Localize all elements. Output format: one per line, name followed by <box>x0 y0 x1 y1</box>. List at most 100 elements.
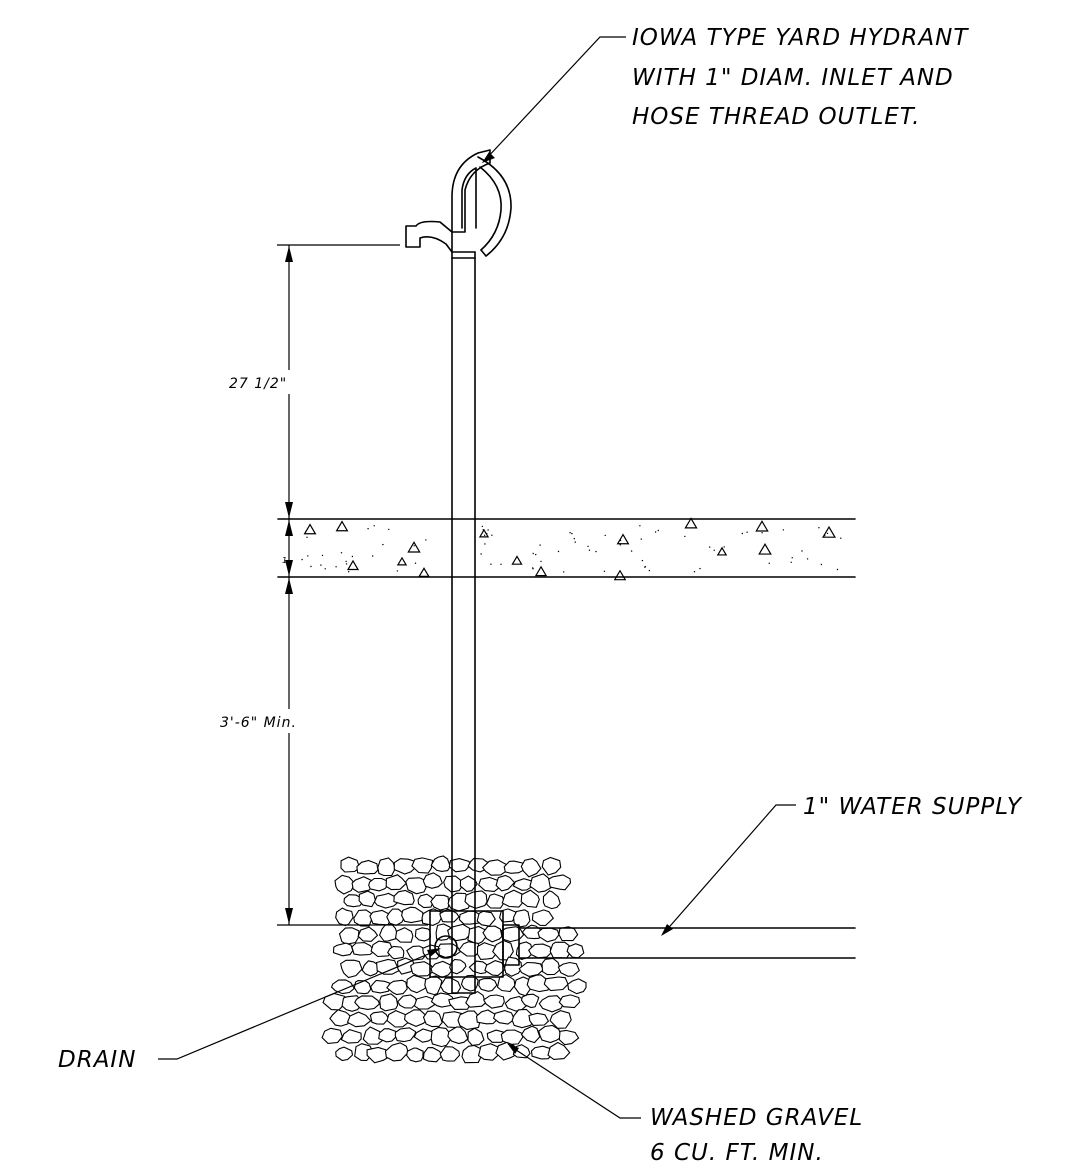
gravel-label: WASHED GRAVEL 6 CU. FT. MIN. <box>650 1105 872 1166</box>
aggregate-dot <box>487 529 489 531</box>
aggregate-dot <box>826 532 829 535</box>
aggregate-dot <box>604 534 606 537</box>
aggregate-dot <box>483 534 486 536</box>
gravel-stone <box>511 1008 533 1029</box>
gravel-stone <box>369 1011 390 1025</box>
gravel-stone <box>406 1047 424 1063</box>
gravel-stone <box>414 927 432 942</box>
aggregate-dot <box>684 535 686 538</box>
gravel-stone <box>393 889 415 906</box>
aggregate-dot <box>310 565 312 568</box>
aggregate-dot <box>768 562 770 564</box>
gravel-stone <box>520 858 542 878</box>
gravel-stone <box>458 941 481 957</box>
aggregate-stone <box>616 533 630 545</box>
dimension-bury-depth: 3'-6" Min. <box>220 715 297 731</box>
gravel-stone <box>406 974 429 994</box>
aggregate-dot <box>806 558 809 560</box>
aggregate-dot <box>801 550 803 552</box>
aggregate-dot <box>574 541 576 543</box>
aggregate-dot <box>484 543 486 545</box>
gravel-stone <box>485 893 506 909</box>
gravel-stone <box>518 961 544 977</box>
gravel-stone <box>492 1010 515 1025</box>
gravel-stone <box>548 874 572 891</box>
aggregate-dot <box>761 532 763 534</box>
gravel-stone <box>542 890 561 910</box>
aggregate-stone <box>716 546 728 556</box>
aggregate-dot <box>539 544 541 546</box>
aggregate-dot <box>335 566 337 568</box>
aggregate-dot <box>348 571 350 573</box>
gravel-stone <box>404 1009 428 1027</box>
concrete-slab <box>277 517 856 581</box>
aggregate-dot <box>641 559 644 562</box>
gravel-stone <box>386 979 408 996</box>
gravel-stone <box>393 858 418 875</box>
gravel-stone <box>459 875 478 892</box>
aggregate-dot <box>630 550 633 552</box>
aggregate-dot <box>603 570 606 572</box>
gravel-stone <box>481 859 509 876</box>
gravel-stone <box>513 909 531 928</box>
gravel-stone <box>538 995 564 1013</box>
gravel-stone <box>356 859 379 875</box>
aggregate-dot <box>563 571 565 573</box>
gravel-stone <box>468 960 489 975</box>
gravel-stone <box>566 943 585 959</box>
aggregate-dot <box>321 554 324 557</box>
hydrant-label: IOWA TYPE YARD HYDRANT WITH 1" DIAM. INL… <box>632 25 977 130</box>
aggregate-dot <box>320 564 322 566</box>
gravel-stone <box>430 1026 453 1048</box>
gravel-stone <box>334 874 355 895</box>
gravel-stone <box>541 957 561 976</box>
aggregate-dot <box>306 536 308 538</box>
hydrant-head <box>405 149 512 259</box>
water-supply-pipe <box>518 927 856 959</box>
gravel-stone <box>501 889 526 908</box>
gravel-stone <box>338 927 360 945</box>
gravel-stone <box>430 894 450 911</box>
gravel-stone <box>387 945 405 960</box>
gravel-stone <box>340 1028 362 1044</box>
gravel-stone <box>413 995 436 1010</box>
aggregate-dot <box>367 528 369 530</box>
aggregate-dot <box>823 534 826 537</box>
gravel-stone <box>530 1045 554 1060</box>
aggregate-dot <box>482 529 484 531</box>
gravel-stone <box>409 961 435 977</box>
aggregate-dot <box>571 532 573 535</box>
dimension-above-grade: 27 1/2" <box>229 376 287 392</box>
aggregate-dot <box>340 552 343 554</box>
aggregate-dot <box>388 528 390 531</box>
gravel-stone <box>520 889 540 908</box>
gravel-stone <box>346 1011 372 1028</box>
gravel-stone <box>351 942 376 956</box>
gravel-stone <box>417 893 435 909</box>
aggregate-dot <box>741 532 743 535</box>
leader-water-supply <box>661 804 796 936</box>
aggregate-stone <box>418 567 430 577</box>
aggregate-dot <box>345 563 348 565</box>
gravel-stone <box>394 1027 417 1043</box>
aggregate-dot <box>782 529 785 531</box>
gravel-stone <box>529 873 553 893</box>
aggregate-dot <box>414 562 417 564</box>
gravel-stone <box>405 877 427 895</box>
aggregate-dot <box>413 545 415 547</box>
gravel-stone <box>484 960 507 977</box>
gravel-stone <box>439 1046 461 1062</box>
gravel-stone <box>567 978 587 995</box>
gravel-stone <box>330 979 356 995</box>
aggregate-dot <box>540 560 542 563</box>
gravel-bed <box>321 855 587 1064</box>
drain-label: DRAIN <box>58 1047 136 1073</box>
aggregate-dot <box>490 563 492 565</box>
aggregate-dot <box>595 550 597 553</box>
aggregate-dot <box>640 538 642 540</box>
aggregate-dot <box>654 531 657 533</box>
aggregate-dot <box>532 567 534 569</box>
gravel-stone <box>376 958 400 975</box>
gravel-stone <box>538 1024 563 1044</box>
